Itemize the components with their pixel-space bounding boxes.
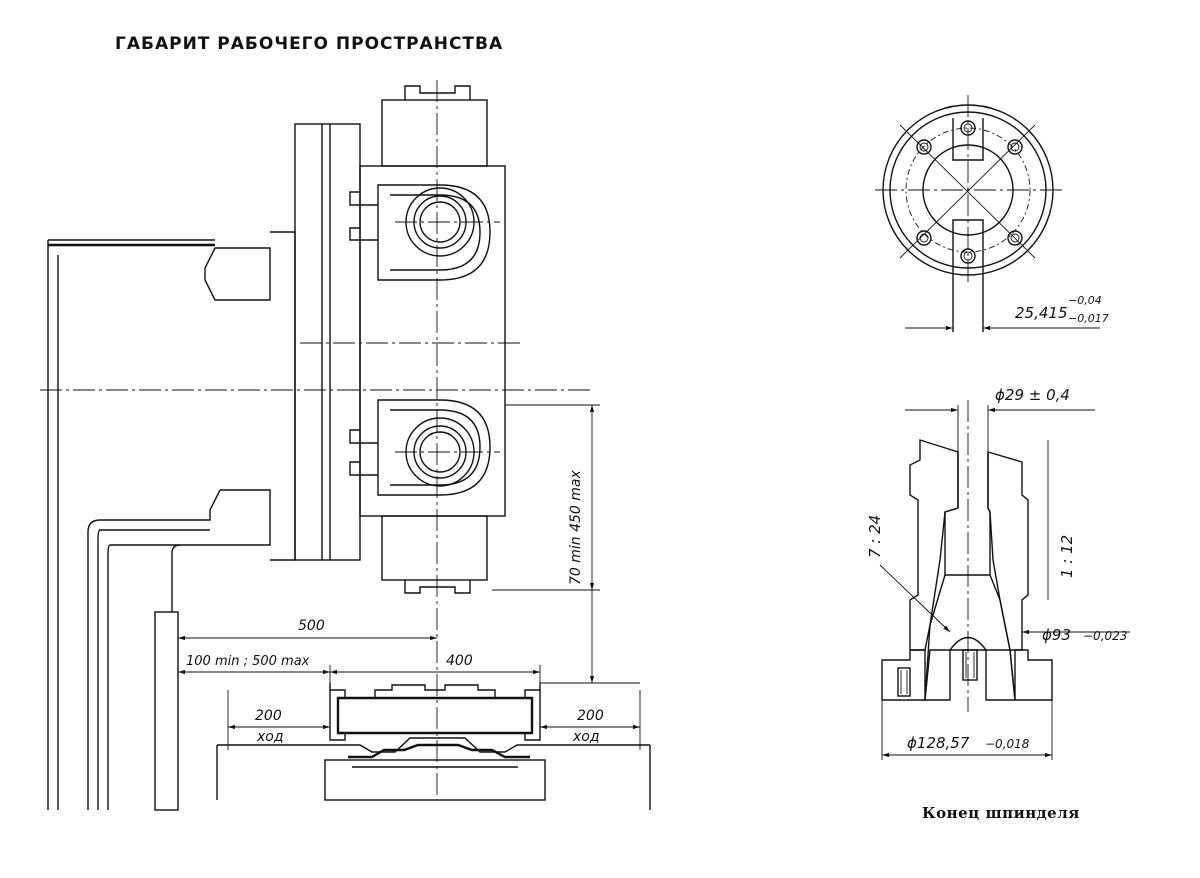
work-table xyxy=(216,683,651,810)
dim-left-stroke: 200 xyxy=(255,708,282,724)
dim-table-width: 400 xyxy=(446,653,473,669)
spindle-head xyxy=(349,85,506,594)
dim-left-stroke-label: ход xyxy=(256,729,284,745)
spindle-end-front-view xyxy=(875,95,1100,332)
dim-vertical-range: 70 min 450 max xyxy=(568,469,584,585)
dim-spindle-reach: 500 xyxy=(298,618,325,634)
page-title: ГАБАРИТ РАБОЧЕГО ПРОСТРАНСТВА xyxy=(115,34,504,54)
spindle-end-caption: Конец шпинделя xyxy=(922,804,1080,822)
dim-right-stroke: 200 xyxy=(577,708,604,724)
dim-spigot-tol: −0,023 xyxy=(1083,629,1127,643)
dim-flange: ϕ128,57 xyxy=(907,734,970,752)
dimension-lines xyxy=(178,404,641,750)
dim-taper-1-12: 1 : 12 xyxy=(1058,535,1076,578)
dim-right-stroke-label: ход xyxy=(572,729,600,745)
dim-key-width-tol-lower: −0,017 xyxy=(1068,312,1109,325)
dim-spigot: ϕ93 xyxy=(1042,626,1071,644)
dim-key-width-tol-upper: −0,04 xyxy=(1068,294,1102,307)
dim-flange-tol: −0,018 xyxy=(985,737,1030,751)
dim-taper-7-24: 7 : 24 xyxy=(866,515,884,558)
machine-column xyxy=(47,231,296,811)
dim-bore: ϕ29 ± 0,4 xyxy=(995,386,1070,404)
spindle-end-section xyxy=(879,400,1130,760)
dim-key-width: 25,415 xyxy=(1015,304,1068,322)
dim-side-offset: 100 min ; 500 max xyxy=(186,654,310,669)
spindle-head-plate xyxy=(294,123,361,561)
